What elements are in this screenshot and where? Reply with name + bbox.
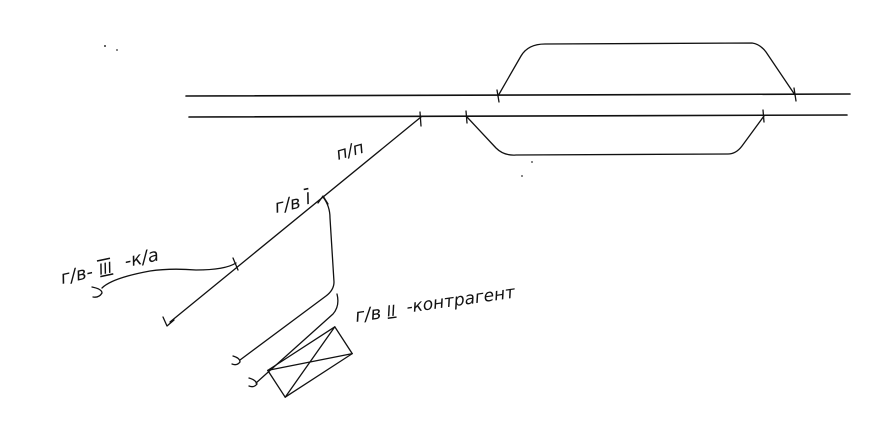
buffer-stop [162,316,175,327]
lower-passing-loop [465,109,765,156]
label-siding-1: г/в I [273,189,313,218]
switch-tick [496,89,500,103]
switch-tick [465,110,468,124]
switch-tick [793,87,797,102]
branch-track [162,111,422,327]
siding-1-track [231,195,335,366]
svg-text:-контрагент: -контрагент [405,283,517,318]
svg-text:г/в: г/в [273,192,303,218]
switch-tick [419,111,422,127]
buffer-stop [248,377,258,388]
svg-text:г/в-: г/в- [59,262,95,289]
svg-text:-к/а: -к/а [123,245,161,273]
main-track-upper [185,93,851,97]
arrow-head [317,195,329,205]
paper-specks [104,45,533,177]
main-tracks [185,93,851,118]
roman-numeral-3: III [97,258,114,278]
label-passing-track: п/п [334,138,366,165]
main-track-lower [188,114,848,118]
buffer-stop [91,286,103,298]
upper-passing-loop [496,42,797,103]
label-siding-2: г/в II -контрагент [354,283,518,327]
switch-tick [762,109,765,123]
roman-numeral-1: I [304,189,313,209]
counterparty-warehouse [267,326,353,398]
roman-numeral-2: II [386,301,398,320]
siding-2-track [248,293,339,388]
svg-text:г/в: г/в [354,303,383,327]
buffer-stop [231,355,241,366]
siding-3-track [91,262,237,298]
